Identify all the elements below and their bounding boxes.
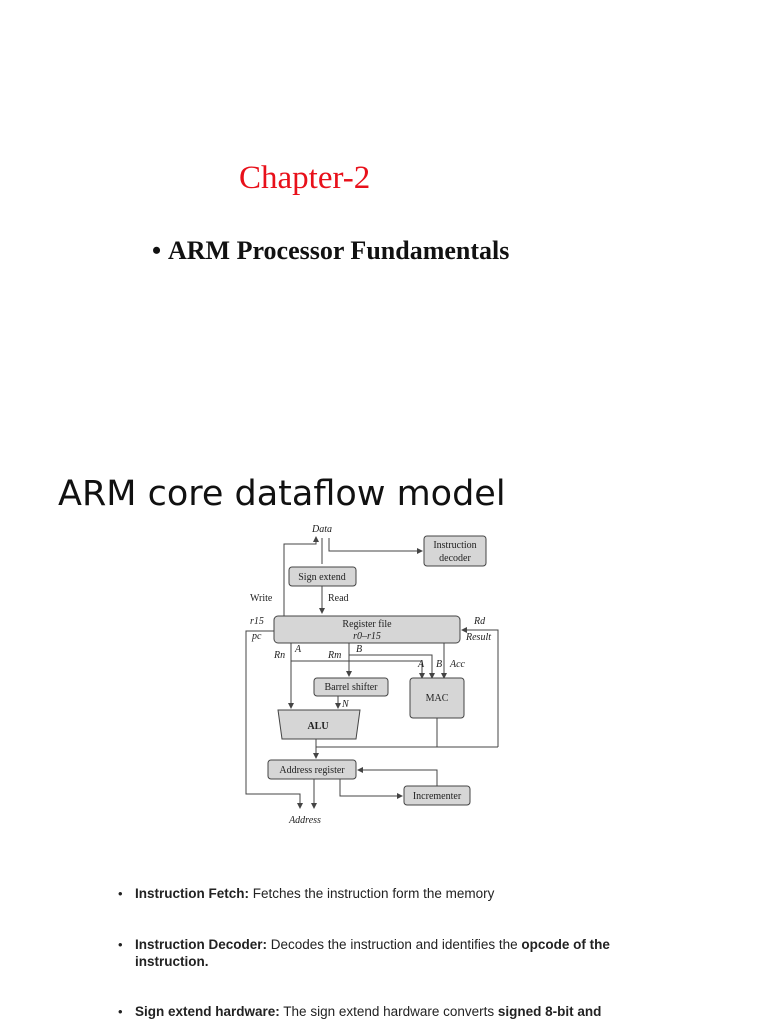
chapter-title: Chapter-2 bbox=[239, 160, 371, 196]
instruction-decoder-label-1: Instruction bbox=[433, 540, 476, 551]
write-wire bbox=[283, 536, 319, 616]
result-bus-wire bbox=[315, 739, 498, 748]
rm-label: Rm bbox=[327, 650, 341, 661]
register-file-box bbox=[273, 615, 461, 644]
bullet-term-emphasis: opcode of the instruction. bbox=[135, 937, 610, 969]
bullet-text: The sign extend hardware converts bbox=[279, 1004, 498, 1019]
incrementer-label: Incrementer bbox=[413, 791, 462, 802]
b-to-mac-wire bbox=[349, 654, 435, 679]
pc-label: pc bbox=[251, 631, 262, 642]
r15-label: r15 bbox=[250, 616, 264, 627]
instruction-decoder-label-2: decoder bbox=[439, 553, 471, 564]
result-label: Result bbox=[465, 632, 491, 643]
subtitle-text: ARM Processor Fundamentals bbox=[168, 236, 510, 265]
alu-label: ALU bbox=[307, 721, 328, 732]
address-label: Address bbox=[288, 815, 321, 826]
bullet-text: Decodes the instruction and identifies t… bbox=[267, 937, 522, 952]
result-feedback-wire bbox=[461, 627, 499, 747]
pc-wire bbox=[245, 630, 303, 809]
data-label: Data bbox=[311, 524, 332, 535]
mac-b-label: B bbox=[436, 659, 442, 670]
barrel-shifter-box bbox=[313, 677, 389, 697]
bullet-term: Sign extend hardware: bbox=[135, 1004, 280, 1019]
barrel-shifter-label: Barrel shifter bbox=[324, 682, 378, 693]
sign-extend-label: Sign extend bbox=[298, 572, 346, 583]
a-label: A bbox=[294, 644, 302, 655]
alu-box bbox=[277, 709, 361, 740]
addr-to-incrementer-wire bbox=[339, 779, 403, 799]
section-heading: ARM core dataflow model bbox=[58, 474, 506, 514]
n-label: N bbox=[341, 699, 350, 710]
bullet-term: Instruction Decoder: bbox=[135, 937, 268, 952]
a-to-mac-wire bbox=[291, 660, 425, 679]
bullet-term-emphasis: signed 8-bit and bbox=[497, 1004, 602, 1019]
write-label: Write bbox=[250, 593, 273, 604]
bullet-term: Instruction Fetch: bbox=[135, 886, 249, 901]
incrementer-feedback-wire bbox=[357, 767, 438, 786]
b-label: B bbox=[356, 644, 362, 655]
register-file-range: r0–r15 bbox=[353, 631, 381, 642]
list-item: Instruction Decoder: Decodes the instruc… bbox=[118, 936, 638, 970]
rd-label: Rd bbox=[473, 616, 486, 627]
data-to-decoder-wire bbox=[328, 538, 423, 554]
rn-label: Rn bbox=[273, 650, 285, 661]
read-label: Read bbox=[328, 593, 349, 604]
address-register-label: Address register bbox=[279, 765, 345, 776]
register-file-label: Register file bbox=[342, 619, 392, 630]
mac-label: MAC bbox=[426, 693, 449, 704]
bullet-text: Fetches the instruction form the memory bbox=[249, 886, 495, 901]
list-item: Instruction Fetch: Fetches the instructi… bbox=[118, 885, 494, 902]
arm-dataflow-diagram: Data Instruction decoder Sign extend Wri… bbox=[245, 524, 499, 826]
bullet-dot: • bbox=[152, 236, 162, 265]
subtitle-bullet: •ARM Processor Fundamentals bbox=[152, 236, 509, 266]
mac-a-label: A bbox=[417, 659, 425, 670]
instruction-decoder-box bbox=[423, 535, 487, 567]
list-item: Sign extend hardware: The sign extend ha… bbox=[118, 1003, 601, 1020]
acc-label: Acc bbox=[449, 659, 466, 670]
address-register-box bbox=[267, 759, 357, 780]
